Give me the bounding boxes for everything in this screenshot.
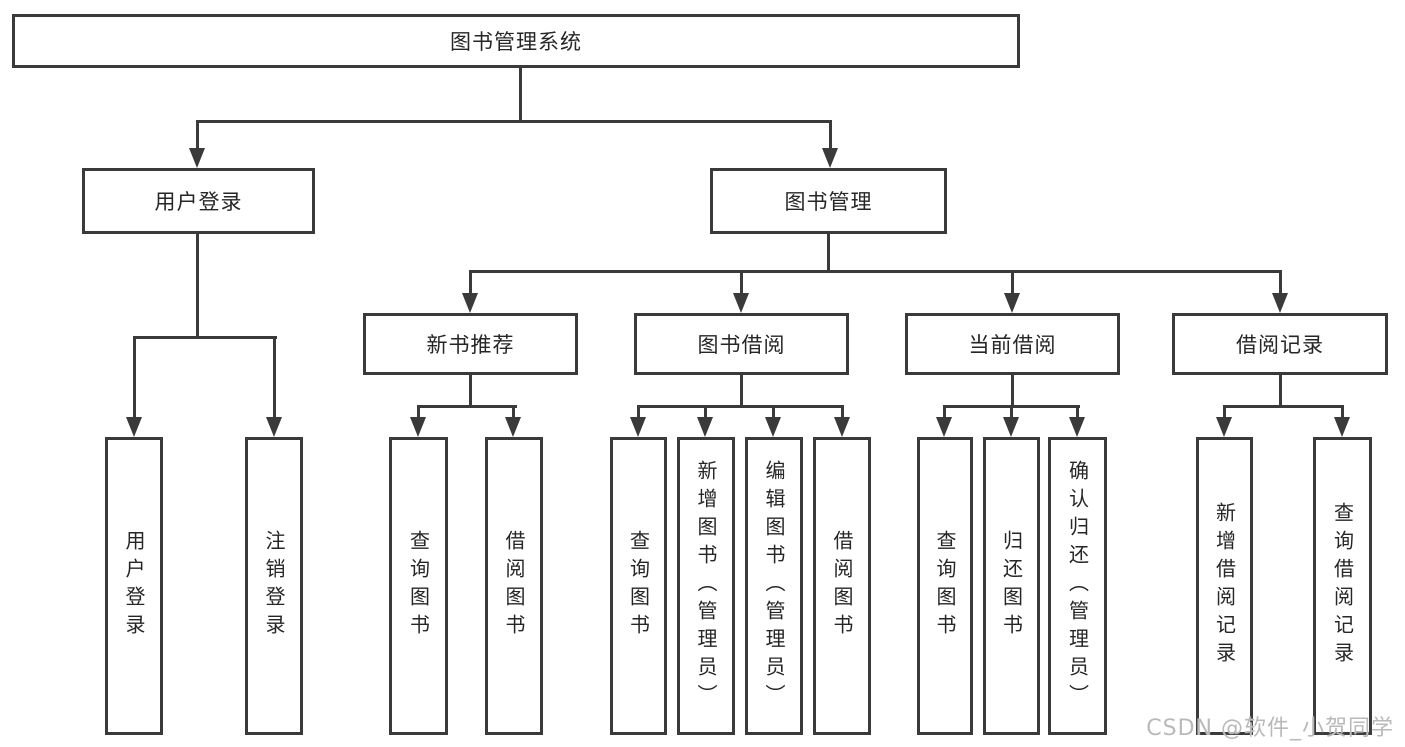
leaf-label: 新增借阅记录: [1212, 502, 1237, 670]
leaf-logout: 注销登录: [245, 437, 303, 735]
arrow-down-icon: [1216, 417, 1232, 437]
connector-drop-user-login: [196, 120, 199, 152]
connector-drop: [1010, 405, 1013, 421]
connector-drop-book-borrow: [740, 270, 743, 298]
arrow-down-icon: [1272, 293, 1288, 313]
node-label: 新书推荐: [426, 333, 515, 357]
arrow-down-icon: [834, 417, 850, 437]
node-user-login: 用户登录: [82, 168, 315, 234]
connector-drop-borrow-records: [1279, 270, 1282, 298]
arrow-down-icon: [630, 417, 646, 437]
leaf-label: 借阅图书: [830, 530, 854, 642]
leaf-label: 新增图书（管理员）: [694, 460, 718, 712]
connector-drop: [841, 405, 844, 421]
node-book-management: 图书管理: [710, 168, 947, 234]
leaf-borrow-books: 借阅图书: [813, 437, 871, 735]
node-label: 用户登录: [154, 190, 243, 214]
node-label: 当前借阅: [968, 333, 1057, 357]
connector-drop: [1341, 405, 1344, 421]
arrow-down-icon: [822, 148, 838, 168]
leaf-label: 确认归还（管理员）: [1065, 460, 1090, 712]
connector-root-stem: [519, 68, 522, 123]
connector-drop: [637, 405, 640, 421]
connector-newbook-stem: [469, 375, 472, 408]
node-new-book-recommend: 新书推荐: [363, 313, 578, 375]
connector-management-stem: [827, 234, 830, 273]
connector-drop: [1076, 405, 1079, 421]
leaf-label: 用户登录: [122, 530, 146, 642]
connector-drop-new-book: [469, 270, 472, 298]
connector-drop: [1223, 405, 1226, 421]
leaf-label: 借阅图书: [502, 530, 526, 642]
connector-records-stem: [1279, 375, 1282, 408]
leaf-label: 查询图书: [406, 530, 431, 642]
leaf-user-login: 用户登录: [105, 437, 163, 735]
arrow-down-icon: [733, 293, 749, 313]
arrow-down-icon: [1003, 417, 1019, 437]
leaf-borrow-books-recommend: 借阅图书: [485, 437, 543, 735]
node-label: 图书管理: [784, 190, 873, 214]
arrow-down-icon: [410, 417, 426, 437]
node-label: 图书管理系统: [450, 30, 582, 54]
leaf-label: 注销登录: [262, 530, 286, 642]
node-label: 图书借阅: [697, 333, 786, 357]
arrow-down-icon: [126, 417, 142, 437]
connector-drop-leaf-user-login: [133, 336, 136, 421]
arrow-down-icon: [462, 293, 478, 313]
connector-drop: [704, 405, 707, 421]
leaf-label: 编辑图书（管理员）: [762, 460, 786, 712]
connector-borrow-bar: [637, 405, 844, 408]
arrow-down-icon: [697, 417, 713, 437]
leaf-label: 查询借阅记录: [1330, 502, 1355, 670]
connector-current-stem: [1011, 375, 1014, 408]
leaf-query-borrow-record: 查询借阅记录: [1313, 437, 1372, 735]
leaf-label: 查询图书: [626, 530, 651, 642]
connector-drop-current-borrow: [1011, 270, 1014, 298]
connector-drop-book-management: [829, 120, 832, 152]
leaf-confirm-return-admin: 确认归还（管理员）: [1048, 437, 1107, 735]
arrow-down-icon: [1069, 417, 1085, 437]
connector-drop: [417, 405, 420, 421]
leaf-query-books-borrow: 查询图书: [610, 437, 667, 735]
connector-newbook-bar: [417, 405, 517, 408]
leaf-query-books-current: 查询图书: [917, 437, 973, 735]
node-library-management-system: 图书管理系统: [12, 14, 1020, 68]
connector-drop-leaf-logout: [273, 336, 276, 421]
csdn-watermark: CSDN @软件_小贺同学: [1146, 716, 1394, 741]
leaf-return-books: 归还图书: [983, 437, 1040, 735]
node-current-borrow: 当前借阅: [905, 313, 1120, 375]
leaf-label: 查询图书: [933, 530, 957, 642]
node-borrow-records: 借阅记录: [1172, 313, 1388, 375]
arrow-down-icon: [1334, 417, 1350, 437]
arrow-down-icon: [505, 417, 521, 437]
connector-records-bar: [1223, 405, 1344, 408]
arrow-down-icon: [936, 417, 952, 437]
arrow-down-icon: [189, 148, 205, 168]
connector-drop: [943, 405, 946, 421]
leaf-add-borrow-record: 新增借阅记录: [1196, 437, 1253, 735]
connector-drop: [772, 405, 775, 421]
leaf-edit-book-admin: 编辑图书（管理员）: [745, 437, 803, 735]
leaf-label: 归还图书: [999, 530, 1024, 642]
node-book-borrow: 图书借阅: [634, 313, 849, 375]
connector-borrow-stem: [740, 375, 743, 408]
connector-drop: [512, 405, 515, 421]
leaf-query-books-recommend: 查询图书: [389, 437, 448, 735]
arrow-down-icon: [1004, 293, 1020, 313]
connector-root-bar: [196, 120, 832, 123]
connector-login-stem: [196, 234, 199, 339]
connector-login-bar: [133, 336, 277, 339]
arrow-down-icon: [765, 417, 781, 437]
leaf-add-book-admin: 新增图书（管理员）: [677, 437, 735, 735]
node-label: 借阅记录: [1236, 333, 1324, 357]
connector-management-bar: [469, 270, 1282, 273]
arrow-down-icon: [266, 417, 282, 437]
